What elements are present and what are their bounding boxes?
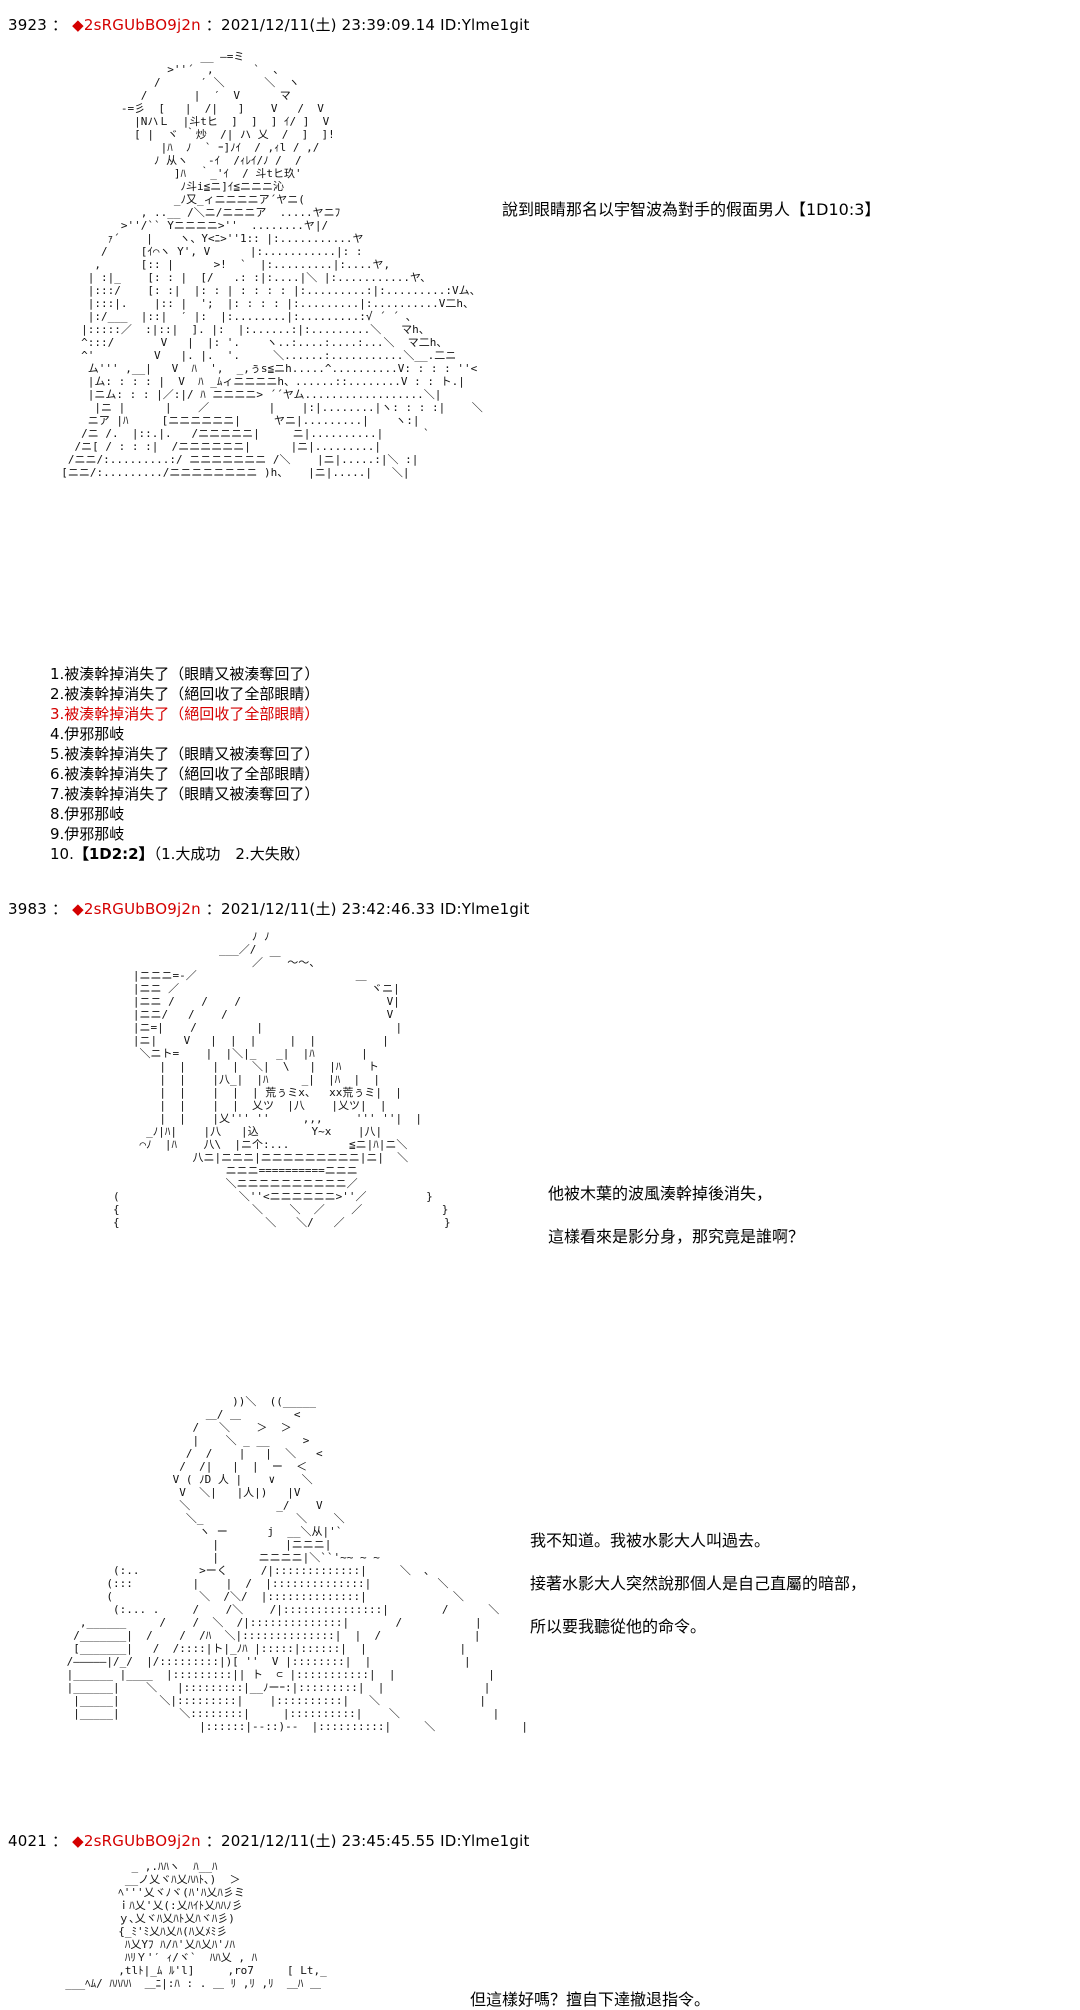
post-separator: ： xyxy=(51,900,68,918)
post-header-4021: 4021 ： ◆2sRGUbBO9j2n ：2021/12/11(土) 23:4… xyxy=(8,1830,530,1851)
post3-caption: 但這樣好嗎？擅自下達撤退指令。 xyxy=(470,1990,711,2009)
post-separator: ： xyxy=(51,1832,68,1850)
post-datetime: ：2021/12/11(土) 23:42:46.33 ID:Ylme1git xyxy=(205,900,530,918)
post2-caption-line-5: 所以要我聽從他的命令。 xyxy=(530,1617,707,1636)
choice-8: 8.伊邪那岐 xyxy=(50,805,125,823)
ascii-art-masked-man: __ ―=ミ >''´ , ` 、 / ′ ＼ ＼ ヽ / | ′ V マ -=… xyxy=(61,50,483,479)
post2-caption-line-3: 我不知道。我被水影大人叫過去。 xyxy=(530,1531,771,1550)
choice-2: 2.被湊幹掉消失了（絕回收了全部眼睛） xyxy=(50,685,320,703)
post2-caption-line-2: 這樣看來是影分身，那究竟是誰啊？ xyxy=(548,1227,805,1246)
post-datetime: ：2021/12/11(土) 23:45:45.55 ID:Ylme1git xyxy=(205,1832,530,1850)
post-trip[interactable]: 2sRGUbBO9j2n xyxy=(83,16,201,34)
post2-caption-top: 他被木葉的波風湊幹掉後消失， 這樣看來是影分身，那究竟是誰啊？ xyxy=(548,1180,804,1266)
choice-3-selected: 3.被湊幹掉消失了（絕回收了全部眼睛） xyxy=(50,705,320,723)
choice-10: 10.【1D2:2】（1.大成功 2.大失敗） xyxy=(50,844,319,864)
post-number: 3983 xyxy=(8,900,47,918)
post2-caption-bottom: 我不知道。我被水影大人叫過去。 接著水影大人突然說那個人是自己直屬的暗部， 所以… xyxy=(530,1527,866,1656)
trip-diamond-icon: ◆ xyxy=(72,1832,84,1850)
ascii-art-masked-face: ﾉ ﾉ ___／/ ／ ￣ ～～、 |ニニニ=-／ ＿ |ニニ ／ ヾニ| |ニ… xyxy=(112,930,451,1229)
post-trip[interactable]: 2sRGUbBO9j2n xyxy=(83,1832,201,1850)
choice-10-roll: 【1D2:2】 xyxy=(73,845,154,863)
post2-caption-line-4: 接著水影大人突然說那個人是自己直屬的暗部， xyxy=(530,1574,867,1593)
post-datetime: ：2021/12/11(土) 23:39:09.14 ID:Ylme1git xyxy=(205,16,530,34)
ascii-art-spiky-hair-guy: ))＼ ((_____ ＿/ ＿ < / ＼ ＞ ＞ | ＼ _ __ > / … xyxy=(66,1395,528,1733)
choice-10-options: （1.大成功 2.大失敗） xyxy=(153,845,310,863)
choice-1: 1.被湊幹掉消失了（眼睛又被湊奪回了） xyxy=(50,665,320,683)
post-header-3983: 3983 ： ◆2sRGUbBO9j2n ：2021/12/11(土) 23:4… xyxy=(8,898,530,919)
post2-caption-line-1: 他被木葉的波風湊幹掉後消失， xyxy=(548,1184,773,1203)
choice-7: 7.被湊幹掉消失了（眼睛又被湊奪回了） xyxy=(50,785,320,803)
post1-caption: 說到眼睛那名以宇智波為對手的假面男人【1D10:3】 xyxy=(502,200,881,219)
ascii-art-partial-figure: _ ,.ﾊﾊヽ ﾊ__ﾊ __ノ乂ヾﾊ乂ﾊﾊﾄ､) ＞ ﾍ'''乂ヾﾉヾ(ﾊ'ﾊ… xyxy=(65,1860,327,1990)
trip-diamond-icon: ◆ xyxy=(72,900,84,918)
post-separator: ： xyxy=(51,16,68,34)
choice-10-prefix: 10. xyxy=(50,845,74,863)
post-number: 3923 xyxy=(8,16,47,34)
choice-5: 5.被湊幹掉消失了（眼睛又被湊奪回了） xyxy=(50,745,320,763)
post-number: 4021 xyxy=(8,1832,47,1850)
choice-6: 6.被湊幹掉消失了（絕回收了全部眼睛） xyxy=(50,765,320,783)
choice-9: 9.伊邪那岐 xyxy=(50,825,125,843)
trip-diamond-icon: ◆ xyxy=(72,16,84,34)
choice-4: 4.伊邪那岐 xyxy=(50,725,125,743)
post-header-3923: 3923 ： ◆2sRGUbBO9j2n ：2021/12/11(土) 23:3… xyxy=(8,14,530,35)
post-trip[interactable]: 2sRGUbBO9j2n xyxy=(83,900,201,918)
dice-choices-list: 1.被湊幹掉消失了（眼睛又被湊奪回了） 2.被湊幹掉消失了（絕回收了全部眼睛） … xyxy=(50,664,319,864)
